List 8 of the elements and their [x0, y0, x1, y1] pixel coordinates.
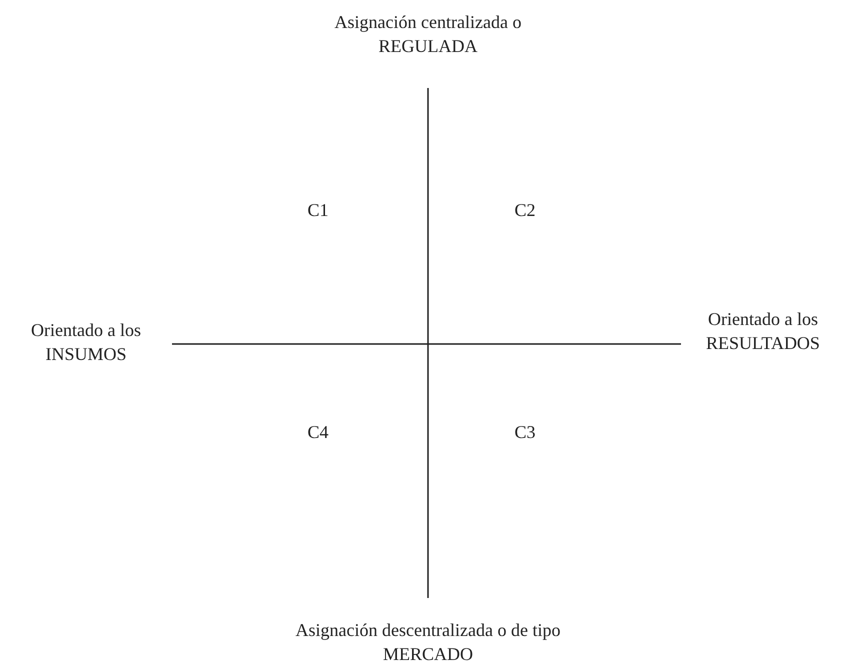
axis-label: Asignación centralizada o REGULADA: [334, 11, 522, 58]
axis-label: Asignación descentralizada o de tipo MERCADO: [294, 619, 562, 661]
quadrant-label: C3: [513, 421, 536, 444]
quadrant-label: C2: [513, 199, 536, 222]
quadrant-label: C4: [306, 421, 330, 444]
quadrant-label: C1: [306, 199, 330, 222]
axis-label: Orientado a los RESULTADOS: [705, 308, 821, 355]
axis-label: Orientado a los INSUMOS: [30, 319, 142, 366]
